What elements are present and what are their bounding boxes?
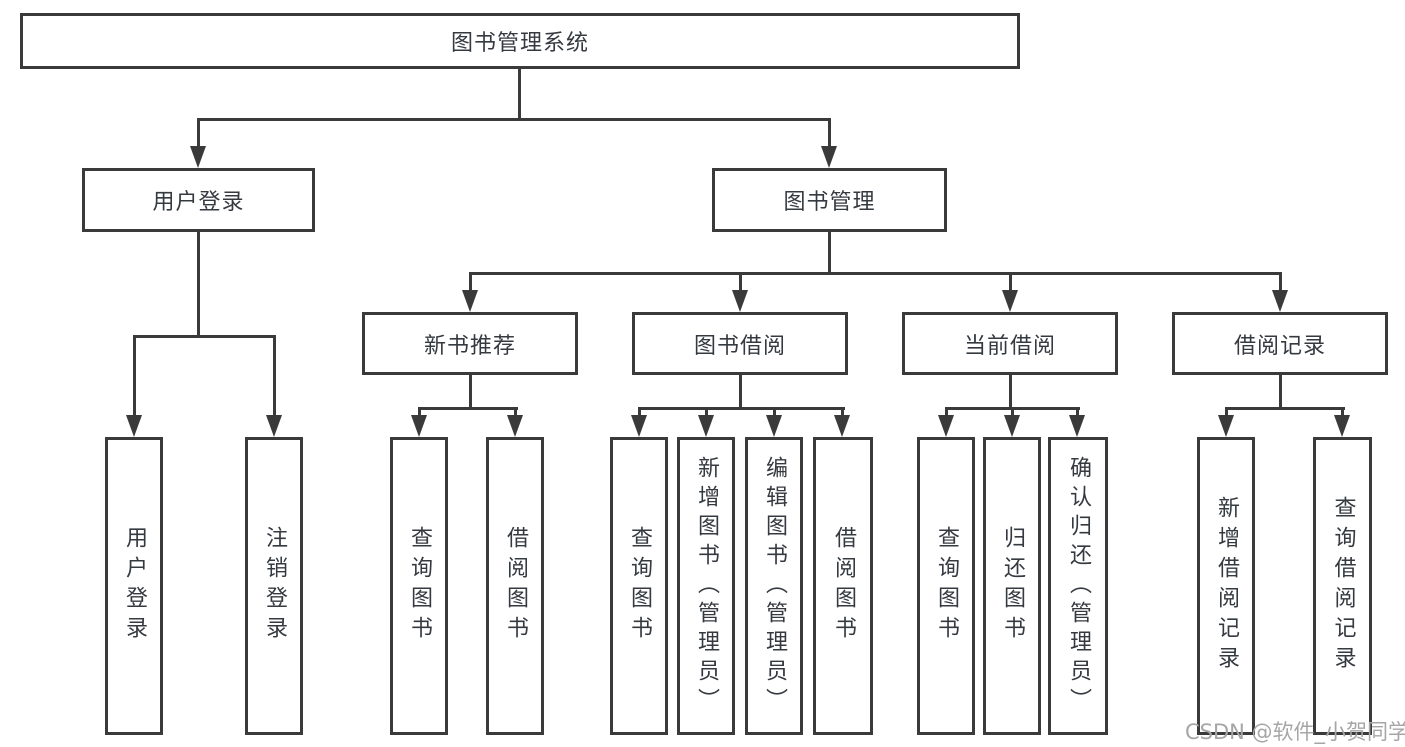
node-borrow-record-label: 借阅记录 [1233,333,1326,359]
leaf-user-login-label: 用户登录 [122,526,147,646]
arrowhead-icon [698,415,714,437]
connector [518,69,521,118]
connector [638,407,845,410]
arrowhead-icon [821,146,837,168]
leaf-add-book-admin-label: 新增图书（管理员） [694,455,719,717]
connector [197,232,200,338]
connector [514,407,517,417]
arrowhead-icon [1218,415,1234,437]
arrowhead-icon [1069,415,1085,437]
leaf-add-borrow-record: 新增借阅记录 [1197,437,1255,735]
leaf-add-borrow-record-label: 新增借阅记录 [1214,496,1239,676]
connector [1341,407,1344,417]
connector [739,272,742,292]
arrowhead-icon [631,415,647,437]
connector [1225,407,1345,410]
leaf-add-book-admin: 新增图书（管理员） [677,437,735,735]
arrowhead-icon [126,415,142,437]
leaf-query-book-current-label: 查询图书 [934,526,959,646]
connector [945,407,948,417]
connector [705,407,708,417]
leaf-borrow-book-label: 借阅图书 [831,526,856,646]
node-current-borrow: 当前借阅 [902,312,1118,375]
arrowhead-icon [507,415,523,437]
leaf-return-book: 归还图书 [983,437,1041,735]
arrowhead-icon [1334,415,1350,437]
arrowhead-icon [462,290,478,312]
arrowhead-icon [1004,415,1020,437]
node-book-borrow-label: 图书借阅 [693,333,786,359]
connector [739,375,742,410]
leaf-query-book-current: 查询图书 [917,437,975,735]
leaf-borrow-book-recommend-label: 借阅图书 [503,526,528,646]
csdn-watermark: CSDN @软件_小贺同学 [1185,720,1405,744]
leaf-query-book-borrow-label: 查询图书 [627,526,652,646]
node-book-management-label: 图书管理 [783,190,876,215]
leaf-borrow-book-recommend: 借阅图书 [486,437,544,735]
connector [1009,375,1012,410]
connector [133,335,136,417]
connector [197,118,200,148]
arrowhead-icon [266,415,282,437]
connector [133,335,276,338]
connector [1076,407,1079,417]
leaf-query-book-recommend-label: 查询图书 [407,526,432,646]
leaf-query-borrow-record-label: 查询借阅记录 [1330,496,1356,676]
connector [469,375,472,410]
connector [828,232,831,275]
arrowhead-icon [766,415,782,437]
node-root: 图书管理系统 [20,13,1020,69]
leaf-return-book-label: 归还图书 [1000,526,1025,646]
leaf-logout-label: 注销登录 [262,526,287,646]
node-book-borrow: 图书借阅 [632,312,848,375]
connector [418,407,421,417]
leaf-edit-book-admin: 编辑图书（管理员） [745,437,803,735]
connector [197,118,831,121]
node-borrow-record: 借阅记录 [1172,312,1388,375]
leaf-logout: 注销登录 [245,437,303,735]
connector [638,407,641,417]
connector [1279,272,1282,292]
node-new-book-recommend-label: 新书推荐 [423,333,516,359]
arrowhead-icon [190,146,206,168]
node-book-management: 图书管理 [712,168,947,232]
connector [1279,375,1282,410]
connector [1009,272,1012,292]
arrowhead-icon [411,415,427,437]
node-user-login-label: 用户登录 [152,190,245,215]
leaf-confirm-return-admin-label: 确认归还（管理员） [1066,455,1091,717]
leaf-user-login: 用户登录 [105,437,163,735]
node-current-borrow-label: 当前借阅 [963,333,1056,359]
connector [1011,407,1014,417]
connector [841,407,844,417]
arrowhead-icon [1272,290,1288,312]
connector [828,118,831,148]
arrowhead-icon [1002,290,1018,312]
connector [418,407,518,410]
arrowhead-icon [834,415,850,437]
connector [469,272,1282,275]
connector [469,272,472,292]
node-root-label: 图书管理系统 [450,31,589,56]
connector [773,407,776,417]
leaf-edit-book-admin-label: 编辑图书（管理员） [762,455,787,717]
leaf-borrow-book: 借阅图书 [813,437,873,735]
node-new-book-recommend: 新书推荐 [362,312,578,375]
leaf-confirm-return-admin: 确认归还（管理员） [1048,437,1108,735]
leaf-query-borrow-record: 查询借阅记录 [1313,437,1372,735]
node-user-login: 用户登录 [82,168,315,232]
connector [273,335,276,417]
arrowhead-icon [732,290,748,312]
leaf-query-book-borrow: 查询图书 [610,437,668,735]
arrowhead-icon [938,415,954,437]
leaf-query-book-recommend: 查询图书 [390,437,448,735]
connector [1225,407,1228,417]
